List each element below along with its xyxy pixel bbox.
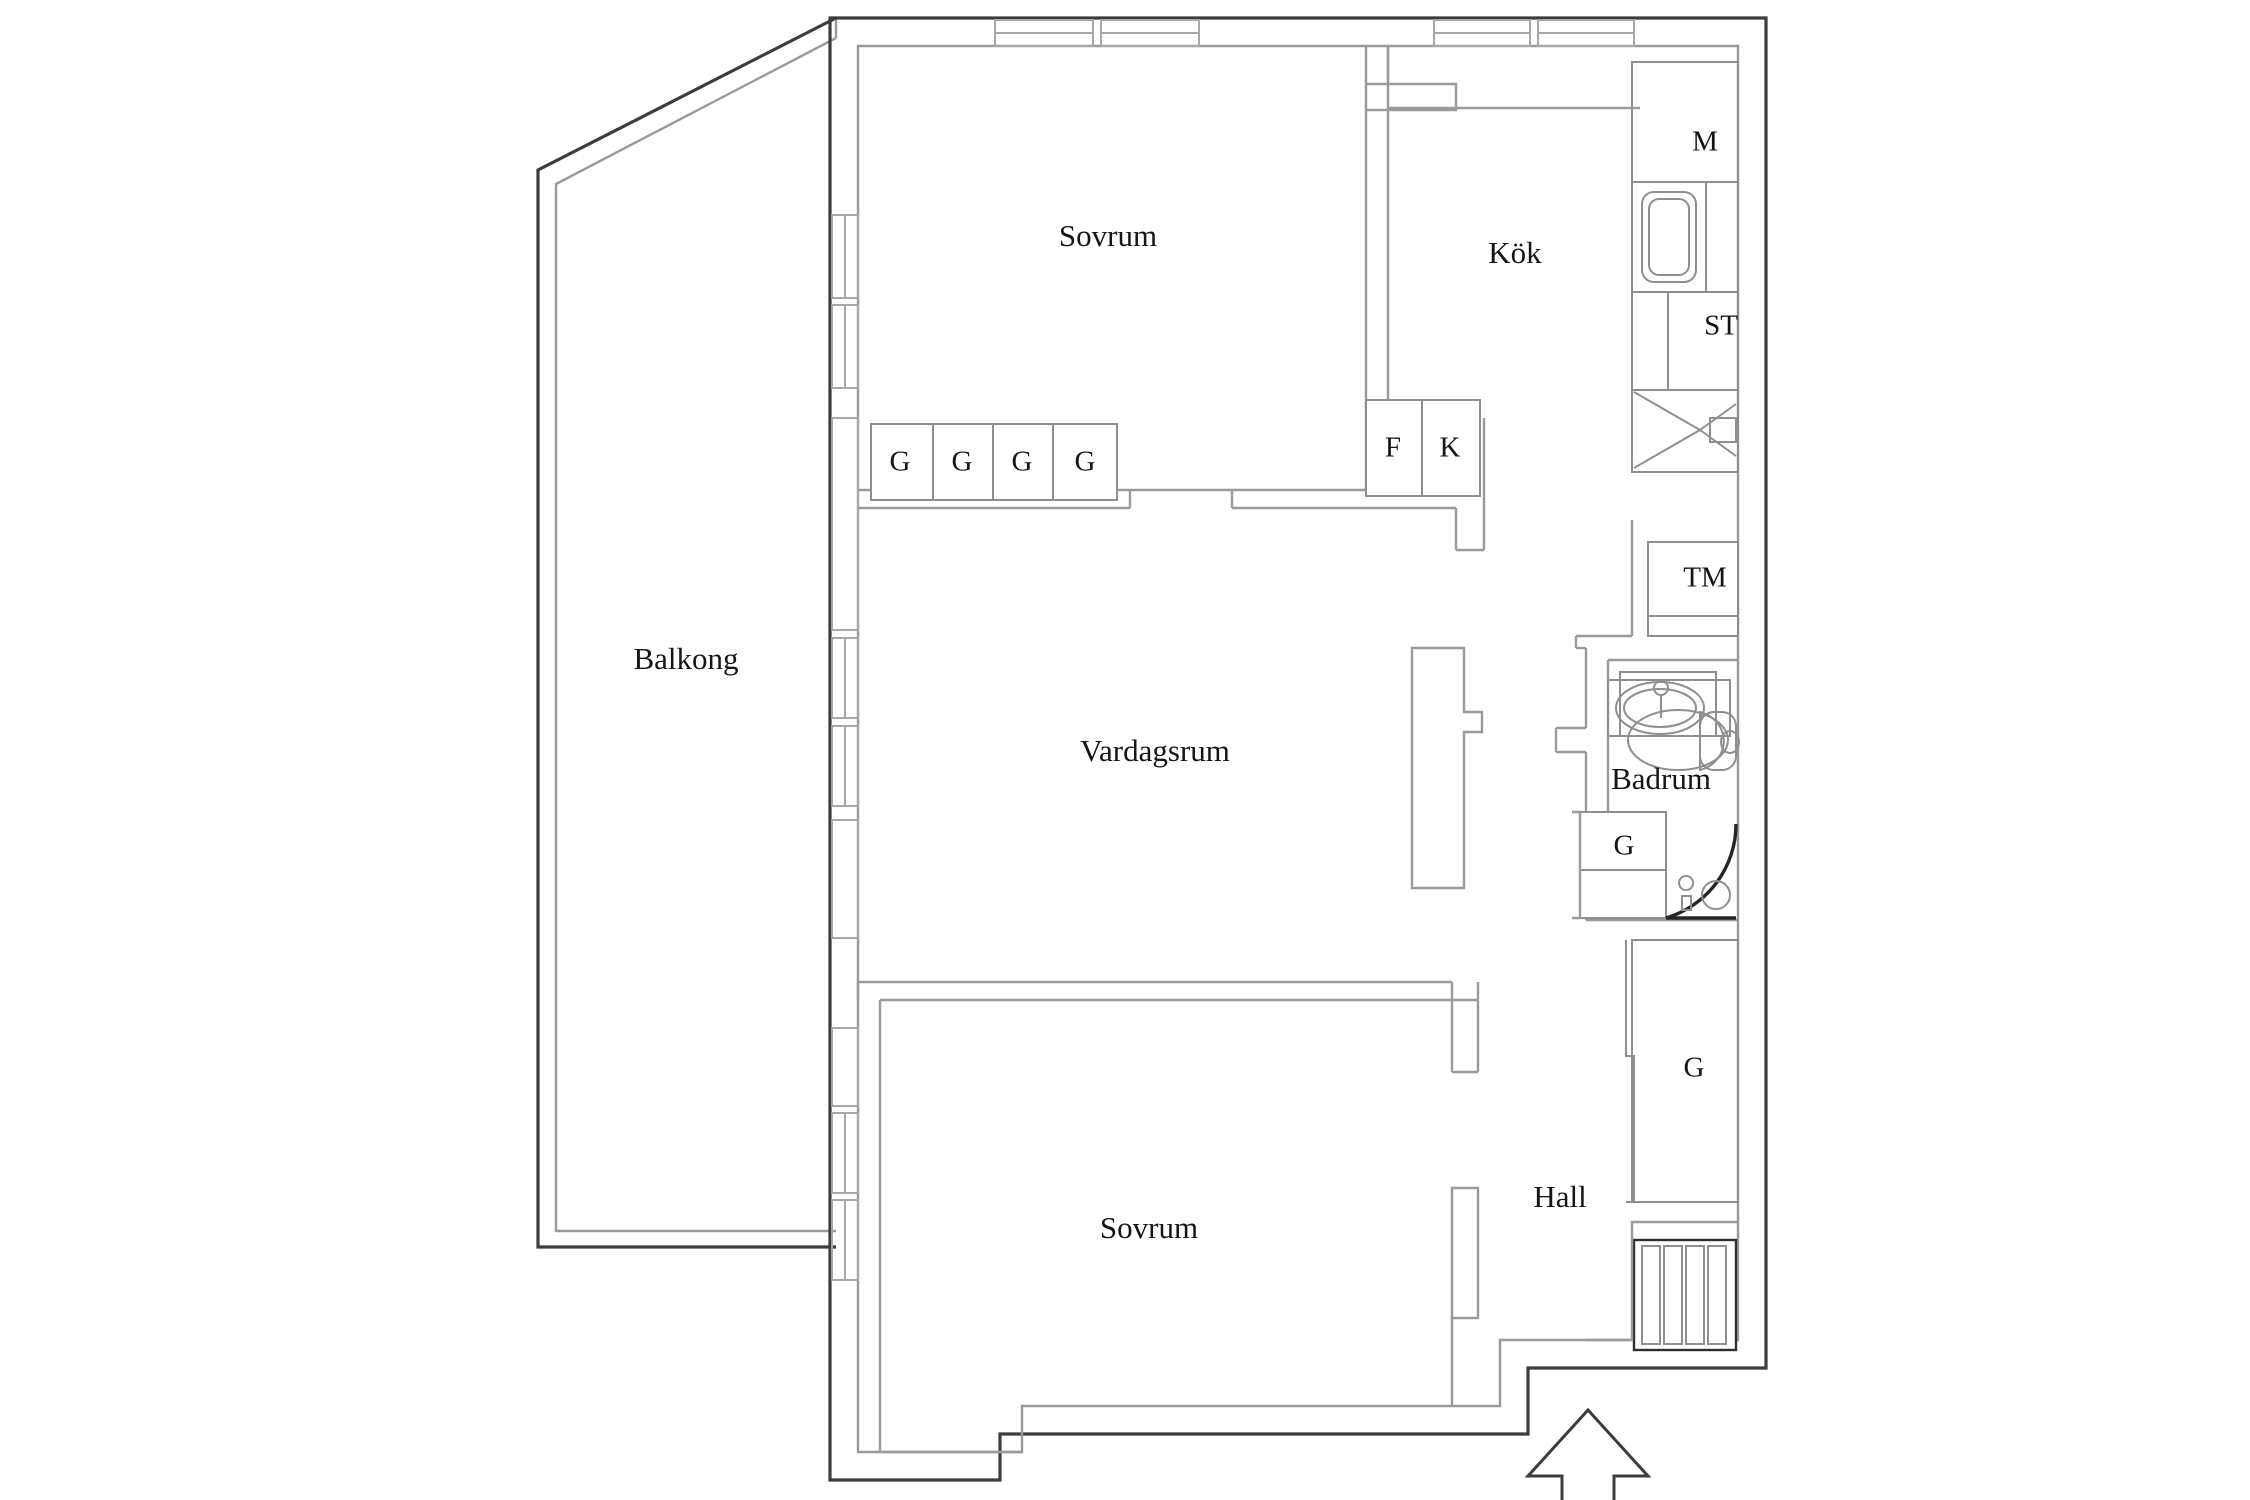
window-left-3 xyxy=(831,637,859,719)
storage-shelf xyxy=(1647,615,1739,637)
kitchen-stove xyxy=(1631,389,1739,473)
entrance-arrow xyxy=(1524,1407,1652,1500)
floor-drain xyxy=(1678,875,1731,911)
label-badrum: Badrum xyxy=(1611,761,1711,796)
kitchen-appliance-column: M ST xyxy=(1631,61,1739,473)
washer-base xyxy=(1579,869,1667,919)
hall-closet-label: G xyxy=(1684,1052,1705,1084)
window-group-top-wall xyxy=(994,19,1635,47)
wardrobe-2-label: G xyxy=(952,446,973,478)
wardrobe-4-box xyxy=(1052,423,1118,501)
room-kok-walls xyxy=(1230,46,1640,552)
label-kok: Kök xyxy=(1488,235,1542,270)
window-left-1 xyxy=(831,214,859,299)
kitchen-tall-unit xyxy=(1631,61,1739,473)
wardrobe-1-label: G xyxy=(890,446,911,478)
freezer-box xyxy=(1365,399,1423,497)
room-vardagsrum-walls xyxy=(856,646,1484,1452)
balcony-outline xyxy=(536,16,838,1249)
balcony-door-upper xyxy=(831,417,859,631)
label-sovrum-top: Sovrum xyxy=(1059,218,1157,253)
hall-closet[interactable]: G xyxy=(1625,939,1739,1203)
freezer-label: F xyxy=(1385,432,1401,464)
kitchen-sink xyxy=(1631,181,1707,293)
window-top-3 xyxy=(1433,19,1531,47)
washing-machine[interactable]: G xyxy=(1572,810,1667,920)
wardrobe-4-label: G xyxy=(1075,446,1096,478)
apartment-outer-wall xyxy=(828,16,1768,1482)
fridge-label: K xyxy=(1440,432,1461,464)
radiator xyxy=(1632,1238,1738,1352)
label-sovrum-bot: Sovrum xyxy=(1100,1210,1198,1245)
bathroom-door xyxy=(1665,823,1738,920)
wardrobe-1-box xyxy=(870,423,934,501)
bathroom-sink xyxy=(1607,671,1731,737)
fridge-box xyxy=(1421,399,1481,497)
window-top-1 xyxy=(994,19,1094,47)
wardrobe-2-box xyxy=(932,423,994,501)
wardrobe-3-box xyxy=(992,423,1054,501)
dishwasher-box xyxy=(1631,61,1739,183)
window-left-4 xyxy=(831,725,859,807)
washer-label: G xyxy=(1614,830,1635,862)
balcony-door-lower xyxy=(831,819,859,939)
fridge-freezer-bank[interactable]: F K xyxy=(1365,399,1481,497)
window-left-2 xyxy=(831,304,859,389)
label-balkong: Balkong xyxy=(633,641,738,676)
label-vardagsrum: Vardagsrum xyxy=(1080,733,1230,768)
label-hall: Hall xyxy=(1533,1179,1586,1214)
window-top-2 xyxy=(1100,19,1200,47)
window-top-4 xyxy=(1537,19,1635,47)
wardrobe-bank-bedroom[interactable]: G G G G xyxy=(870,423,1118,501)
balcony-door-lowest xyxy=(831,1027,859,1107)
window-group-left-wall xyxy=(831,214,859,1281)
dishwasher-label: M xyxy=(1692,126,1718,158)
wardrobe-3-label: G xyxy=(1012,446,1033,478)
room-hall-walls: G xyxy=(1586,939,1739,1352)
window-left-6 xyxy=(831,1199,859,1281)
storage-unit[interactable]: TM xyxy=(1647,541,1739,637)
storage-box xyxy=(1647,541,1739,617)
storage-label: TM xyxy=(1683,562,1727,594)
window-left-5 xyxy=(831,1112,859,1194)
toilet xyxy=(1627,709,1740,772)
microwave-label: ST xyxy=(1704,310,1738,342)
